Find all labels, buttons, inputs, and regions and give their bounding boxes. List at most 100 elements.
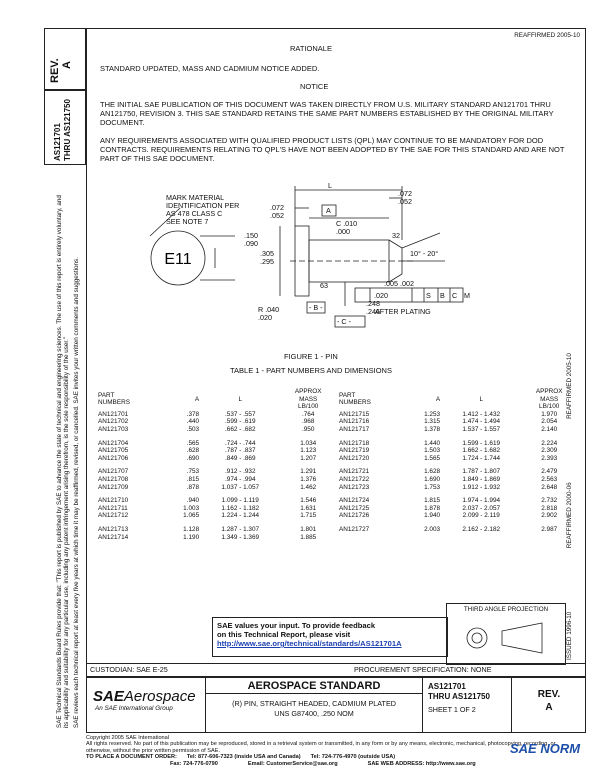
fcf-S: S: [426, 291, 431, 300]
hdr-mass-r3: LB/100: [539, 403, 560, 411]
footer-copyright: Copyright 2005 SAE International: [86, 735, 170, 741]
hdr-part-2: NUMBERS: [98, 399, 130, 407]
hdr-l-r: L: [479, 395, 484, 403]
dim-305: .305.295: [260, 250, 274, 266]
procurement: PROCUREMENT SPECIFICATION: NONE: [354, 665, 492, 674]
table-cell: .950: [301, 425, 315, 433]
table-cell: AN121719: [338, 447, 370, 455]
dim-072-left-max: .072: [270, 203, 284, 212]
table-cell: AN121711: [98, 504, 128, 512]
table-cell: .565: [186, 439, 200, 447]
table-cell: 1.631: [300, 504, 317, 512]
table-cell: 1.715: [300, 512, 317, 520]
footer-rights: All rights reserved. No part of this pub…: [86, 741, 556, 754]
dim-005-max: .005: [384, 279, 398, 288]
table-cell: 1.349 - 1.369: [221, 533, 260, 541]
hdr-mass-1: APPROX: [294, 388, 322, 395]
left-margin-rules: SAE Technical Standards Board Rules prov…: [56, 168, 80, 728]
mark-note: MARK MATERIAL IDENTIFICATION PER AS 478 …: [166, 194, 239, 226]
table-cell: 1.537 - 1.557: [462, 425, 501, 433]
table-cell: [405, 534, 443, 542]
dim-R010-min: .000: [336, 227, 350, 236]
dim-150: .150.090: [244, 232, 258, 248]
watermark-logo: SAE NORM: [510, 741, 581, 756]
table-cell: AN121725: [338, 504, 370, 512]
table-cell: 2.309: [541, 447, 558, 455]
footer-web[interactable]: SAE WEB ADDRESS: http://www.sae.org: [367, 760, 476, 767]
doc-numbers: AS121701 THRU AS121750: [428, 682, 511, 702]
table-cell: 2.732: [541, 497, 558, 505]
hdr-l: L: [238, 395, 243, 403]
table-cell: 2.054: [541, 418, 558, 426]
table-cell: 1.065: [183, 512, 200, 520]
logo-aerospace: Aerospace: [123, 688, 196, 705]
dim-248-max: .248: [366, 299, 380, 308]
dim-248: .248.246: [366, 300, 380, 316]
mark-note-3: AS 478 CLASS C: [166, 209, 223, 218]
issued-text: ISSUED 1996-10: [566, 611, 573, 660]
dim-150-max: .150: [244, 231, 258, 240]
dim-305-min: .295: [260, 257, 274, 266]
margin-review-text: SAE reviews each technical report at lea…: [73, 257, 80, 728]
right-vertical-text: ISSUED 1996-10 REAFFIRMED 2000-06 REAFFI…: [566, 353, 573, 660]
table-cell: AN121710: [98, 497, 129, 505]
table-cell: AN121718: [338, 439, 370, 447]
table-cell: 2.479: [541, 468, 558, 476]
table-cell: .878: [186, 483, 200, 491]
doc-cell: AS121701 THRU AS121750 SHEET 1 OF 2: [422, 677, 512, 733]
table-cell: 2.224: [541, 439, 558, 447]
table-cell: .628: [186, 447, 200, 455]
table-cell: 1.128: [183, 525, 200, 533]
table-cell: 1.224 - 1.244: [221, 512, 260, 520]
after-plating: AFTER PLATING: [375, 307, 431, 316]
table-cell: .849 - .869: [224, 454, 256, 462]
footer: Copyright 2005 SAE International All rig…: [86, 735, 556, 767]
logo-sae: SAE: [93, 688, 124, 705]
table-cell: 2.902: [541, 512, 558, 520]
third-angle-label: THIRD ANGLE PROJECTION: [463, 606, 549, 613]
doc-1: AS121701: [428, 682, 466, 691]
table-cell: AN121702: [98, 418, 129, 426]
table-cell: .724 - .744: [224, 439, 256, 447]
title-divider: [206, 693, 422, 694]
fcf-value: .020: [374, 291, 388, 300]
rationale-text: STANDARD UPDATED, MASS AND CADMIUM NOTIC…: [100, 64, 320, 73]
table-cell: 1.628: [424, 468, 441, 476]
table-cell: .940: [186, 497, 200, 505]
side-doc-line1: AS121701: [53, 123, 62, 161]
table-cell: AN121713: [98, 525, 129, 533]
mark-note-4: SEE NOTE 7: [166, 217, 209, 226]
table-cell: AN121703: [98, 425, 129, 433]
table-cell: 1.099 - 1.119: [221, 497, 259, 505]
footer-tel1: Tel: 877-606-7323 (inside USA and Canada…: [186, 754, 301, 761]
dim-072-left-min: .052: [270, 211, 284, 220]
feedback-link[interactable]: http://www.sae.org/technical/standards/A…: [217, 639, 402, 648]
hdr-mass-r1: APPROX: [535, 388, 563, 395]
table-cell: 1.123: [300, 447, 317, 455]
table-cell: 1.815: [424, 497, 441, 505]
sheet-number: SHEET 1 OF 2: [428, 705, 476, 714]
table-cell: AN121722: [338, 475, 370, 483]
datum-C: - C -: [337, 317, 351, 326]
table-cell: 2.393: [541, 454, 558, 462]
footer-order: TO PLACE A DOCUMENT ORDER:: [86, 754, 177, 761]
reaffirmed-code: REAFFIRMED 2005-10: [514, 32, 580, 39]
fcf-B: B: [440, 291, 445, 300]
dim-072-right-min: .052: [398, 197, 412, 206]
dim-248-min: .246: [366, 307, 380, 316]
table-cell: AN121727: [338, 525, 370, 533]
head-marking: E11: [164, 251, 191, 268]
rev-label: REV.: [49, 58, 61, 83]
datum-B: - B -: [309, 303, 323, 312]
table-cell: AN121726: [338, 512, 370, 520]
pin-drawing: E11: [149, 186, 464, 328]
dim-R040-max: R .040: [258, 305, 280, 314]
